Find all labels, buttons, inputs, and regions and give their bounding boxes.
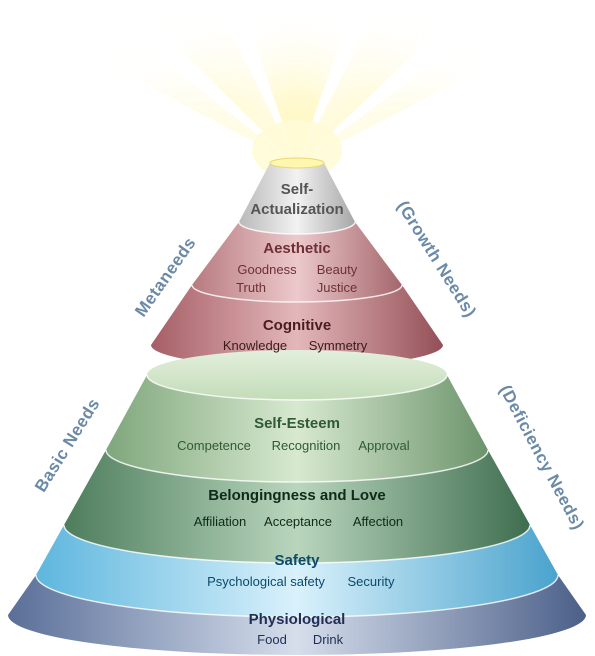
safety-band: [36, 525, 558, 617]
aesthetic-item-justice: Justice: [317, 280, 357, 295]
esteem-item-recognition: Recognition: [272, 438, 341, 453]
belonging-item-affection: Affection: [353, 514, 403, 529]
light-rays-icon: [100, 0, 500, 180]
aesthetic-band: [192, 222, 402, 302]
esteem-item-competence: Competence: [177, 438, 251, 453]
belonging-item-affiliation: Affiliation: [194, 514, 247, 529]
aesthetic-title: Aesthetic: [263, 240, 331, 257]
physiological-title: Physiological: [249, 611, 346, 628]
self-esteem-band: [106, 375, 488, 482]
physiological-item-food: Food: [257, 632, 287, 647]
self-esteem-title: Self-Esteem: [254, 415, 340, 432]
self-actualization-title-line2: Actualization: [250, 201, 343, 218]
aesthetic-item-beauty: Beauty: [317, 262, 358, 277]
safety-item-psychological: Psychological safety: [207, 574, 325, 589]
cognitive-band: [151, 285, 443, 367]
belongingness-band: [64, 450, 530, 563]
aesthetic-item-truth: Truth: [236, 280, 266, 295]
esteem-item-approval: Approval: [358, 438, 409, 453]
self-actualization-band: [239, 163, 355, 234]
self-actualization-title-line1: Self-: [281, 181, 314, 198]
esteem-top-disc: [147, 350, 447, 400]
cognitive-item-symmetry: Symmetry: [309, 338, 368, 353]
aesthetic-item-goodness: Goodness: [237, 262, 297, 277]
cognitive-title: Cognitive: [263, 317, 331, 334]
safety-item-security: Security: [348, 574, 395, 589]
belonging-item-acceptance: Acceptance: [264, 514, 332, 529]
cognitive-item-knowledge: Knowledge: [223, 338, 287, 353]
physiological-band: [8, 575, 586, 655]
safety-title: Safety: [274, 552, 320, 569]
belongingness-title: Belongingness and Love: [208, 487, 386, 504]
physiological-item-drink: Drink: [313, 632, 344, 647]
